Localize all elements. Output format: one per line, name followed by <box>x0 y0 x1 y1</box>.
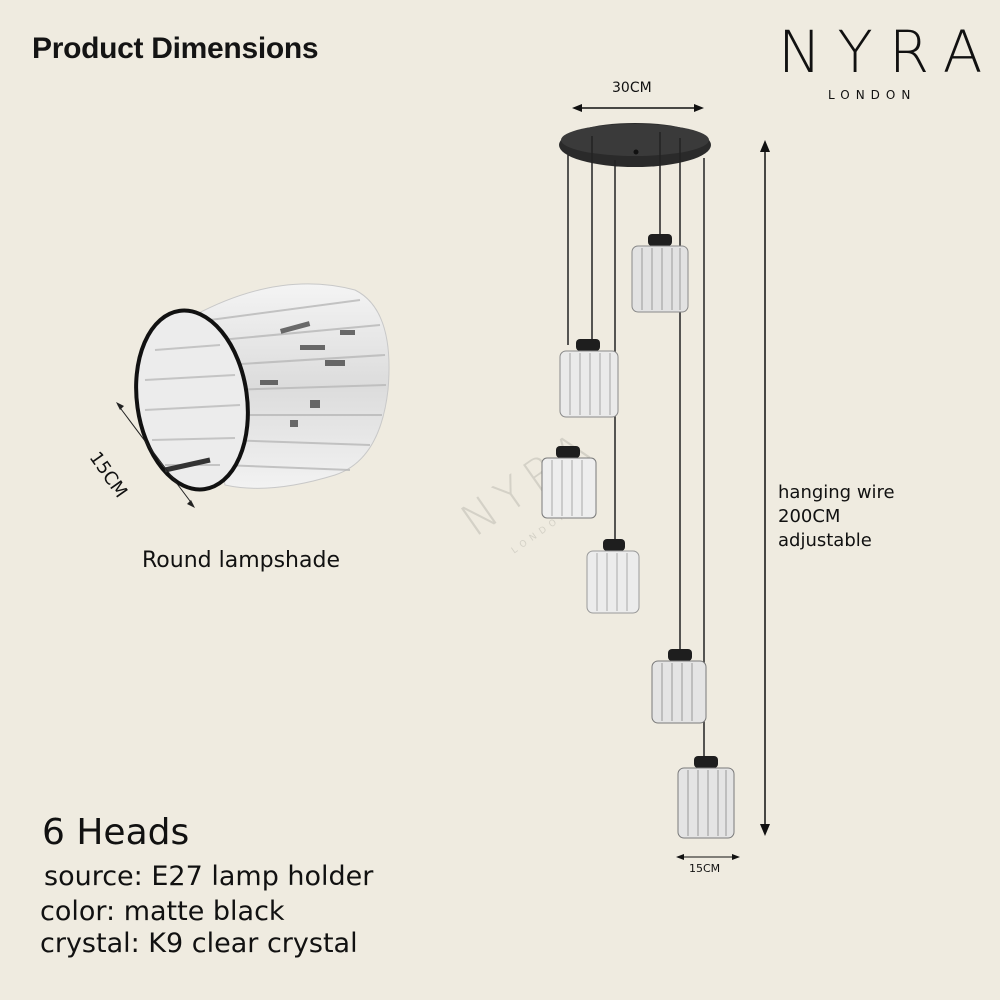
brand-name: NYRA <box>778 18 999 86</box>
canopy-width-label: 30CM <box>612 80 652 96</box>
lampshade-caption: Round lampshade <box>142 548 340 573</box>
wire-text-line: 200CM <box>778 506 841 527</box>
spec-crystal: crystal: K9 clear crystal <box>40 928 358 959</box>
lampshade-illustration <box>116 283 390 508</box>
spec-color: color: matte black <box>40 896 285 927</box>
brand-logo: NYRA LONDON <box>778 18 999 102</box>
heads-count: 6 Heads <box>42 812 190 853</box>
chandelier-illustration <box>541 104 740 860</box>
page-title: Product Dimensions <box>32 32 319 65</box>
head-width-label: 15CM <box>689 862 721 875</box>
wire-text-line: adjustable <box>778 530 872 551</box>
wire-text-line: hanging wire <box>778 482 895 503</box>
pendant-heads <box>541 234 735 839</box>
wire-length-arrow <box>760 140 770 836</box>
spec-source: source: E27 lamp holder <box>44 861 374 892</box>
wire-length-text: hanging wire 200CM adjustable <box>778 481 895 553</box>
brand-subtitle: LONDON <box>828 88 917 102</box>
